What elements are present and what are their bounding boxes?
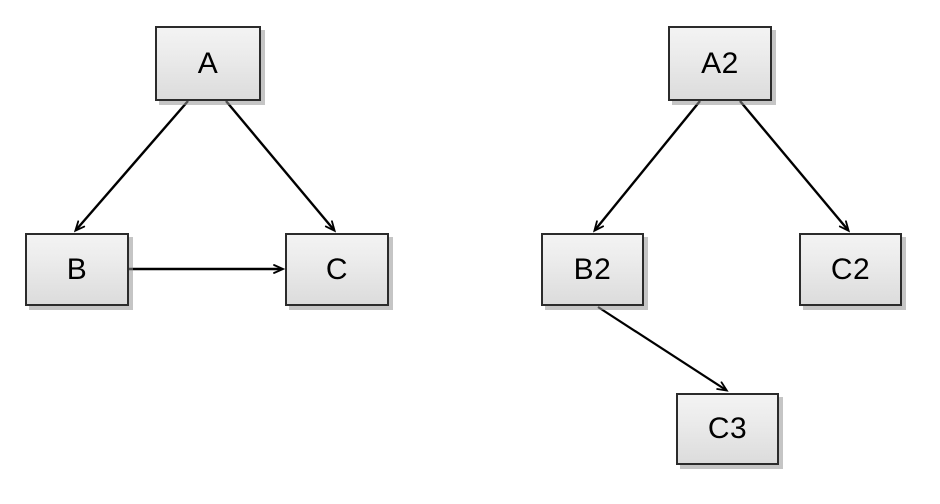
- node-b2-label: B2: [573, 252, 612, 286]
- node-a-label: A: [197, 46, 219, 80]
- node-c-label: C: [325, 252, 349, 286]
- node-a[interactable]: A: [155, 26, 261, 101]
- edge-a-to-c: [225, 100, 334, 230]
- node-b2[interactable]: B2: [541, 233, 644, 306]
- node-a2-label: A2: [701, 46, 739, 80]
- node-b[interactable]: B: [25, 233, 129, 306]
- node-c3[interactable]: C3: [676, 393, 779, 465]
- node-b-label: B: [66, 252, 88, 286]
- node-c2-label: C2: [830, 252, 871, 286]
- node-c3-label: C3: [707, 412, 748, 445]
- edge-a2-to-c2: [739, 100, 848, 230]
- node-c2[interactable]: C2: [799, 233, 902, 306]
- edge-b2-to-c3: [597, 306, 726, 390]
- edge-a-to-b: [76, 100, 189, 230]
- node-a2[interactable]: A2: [668, 26, 772, 101]
- node-c[interactable]: C: [285, 233, 389, 306]
- edge-a2-to-b2: [595, 100, 701, 230]
